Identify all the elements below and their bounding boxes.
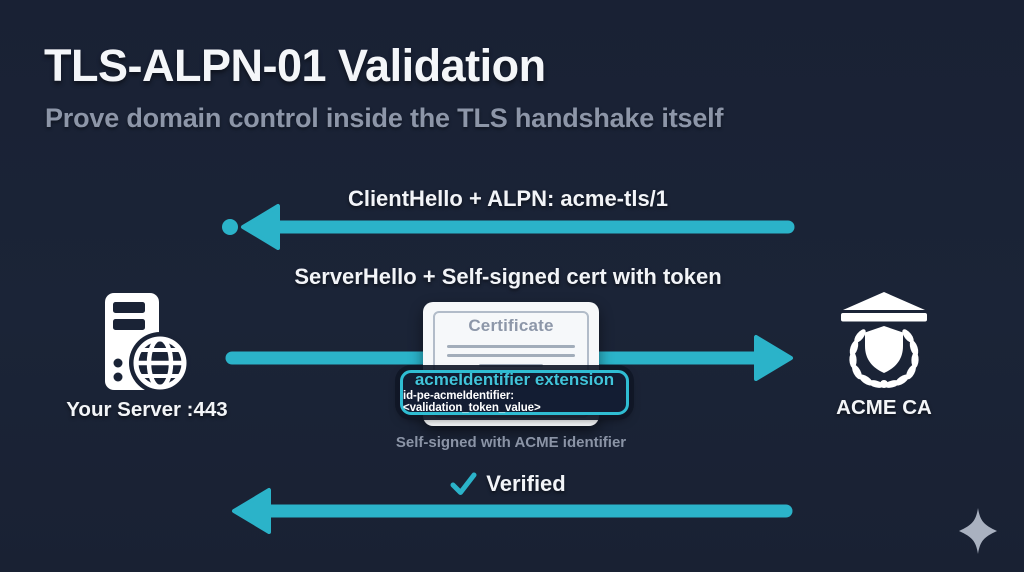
ca-node-label: ACME CA <box>836 396 932 419</box>
page-subtitle: Prove domain control inside the TLS hand… <box>45 103 724 133</box>
page-title: TLS-ALPN-01 Validation <box>44 40 546 91</box>
certificate-text-line <box>479 364 543 367</box>
acme-ca-wreath-icon <box>841 292 927 388</box>
arrow-left-verified-icon <box>232 488 793 534</box>
sparkle-icon <box>959 508 997 554</box>
certificate-inner-border <box>433 311 589 418</box>
server-hello-label: ServerHello + Self-signed cert with toke… <box>294 264 722 289</box>
acme-identifier-badge-value: id-pe-acmeIdentifier: <validation_token_… <box>403 390 541 415</box>
check-icon <box>450 472 477 495</box>
server-globe-icon <box>105 293 191 392</box>
acme-identifier-badge: acmeIdentifier extension id-pe-acmeIdent… <box>400 370 629 415</box>
verified-label: Verified <box>486 471 566 496</box>
certificate-text-line <box>447 345 575 348</box>
server-node-label: Your Server :443 <box>66 398 228 421</box>
client-hello-label: ClientHello + ALPN: acme-tls/1 <box>347 186 669 211</box>
certificate-title: Certificate <box>468 316 554 335</box>
certificate-text-line <box>447 354 575 357</box>
arrow-left-client-hello-icon <box>222 204 795 250</box>
acme-identifier-badge-title: acmeIdentifier extension <box>414 369 615 389</box>
certificate-caption: Self-signed with ACME identifier <box>395 434 627 451</box>
verified-status: Verified <box>218 471 798 497</box>
